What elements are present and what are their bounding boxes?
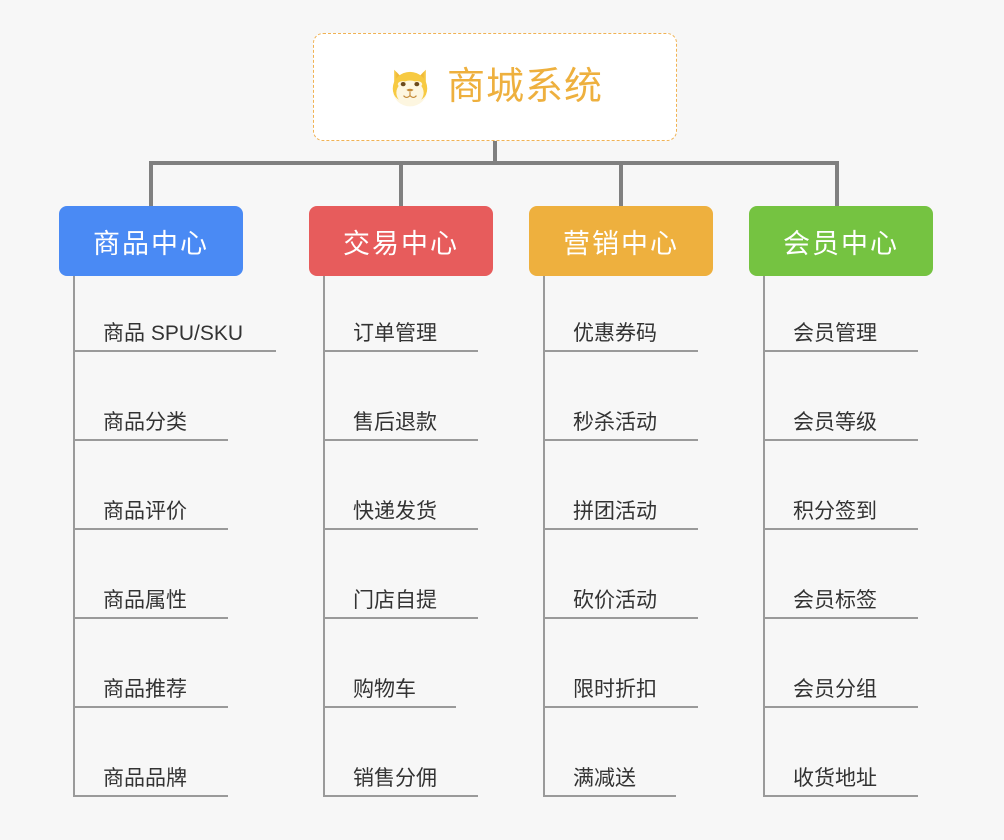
leaf-label: 限时折扣	[573, 677, 657, 701]
leaf-label: 满减送	[573, 766, 636, 790]
leaf-label: 订单管理	[353, 321, 437, 345]
leaf-label: 砍价活动	[573, 588, 657, 612]
leaf-underline	[763, 439, 918, 441]
category-label: 商品中心	[93, 228, 209, 259]
leaf-label: 秒杀活动	[573, 410, 657, 434]
leaf-label: 商品分类	[103, 410, 187, 434]
category-box-3[interactable]: 营销中心	[529, 206, 713, 276]
leaf-underline	[543, 706, 698, 708]
leaf-label: 销售分佣	[353, 766, 437, 790]
root-node[interactable]: 商城系统	[313, 33, 677, 141]
connector-drop-4	[835, 161, 839, 206]
branch-spine-4	[763, 276, 765, 797]
leaf-label: 购物车	[353, 677, 416, 701]
leaf-label: 会员等级	[793, 410, 877, 434]
category-label: 会员中心	[783, 228, 899, 259]
leaf-underline	[543, 617, 698, 619]
category-box-4[interactable]: 会员中心	[749, 206, 933, 276]
leaf-label: 优惠券码	[573, 321, 657, 345]
branch-spine-3	[543, 276, 545, 797]
leaf-underline	[323, 617, 478, 619]
leaf-underline	[543, 795, 676, 797]
connector-horizontal-bus	[149, 161, 839, 165]
leaf-underline	[323, 350, 478, 352]
category-box-2[interactable]: 交易中心	[309, 206, 493, 276]
leaf-label: 会员分组	[793, 677, 877, 701]
root-title: 商城系统	[446, 66, 603, 108]
branch-spine-2	[323, 276, 325, 797]
leaf-underline	[543, 439, 698, 441]
leaf-underline	[73, 528, 228, 530]
leaf-underline	[763, 617, 918, 619]
leaf-label: 拼团活动	[573, 499, 657, 523]
leaf-label: 快递发货	[353, 499, 437, 523]
leaf-label: 商品 SPU/SKU	[103, 321, 244, 345]
leaf-label: 商品属性	[103, 588, 187, 612]
shiba-dog-face-icon	[387, 64, 433, 110]
leaf-underline	[763, 795, 918, 797]
leaf-underline	[323, 706, 456, 708]
leaf-underline	[323, 795, 478, 797]
leaf-underline	[73, 439, 228, 441]
leaf-label: 会员管理	[793, 321, 877, 345]
leaf-underline	[73, 350, 276, 352]
leaf-label: 门店自提	[353, 588, 437, 612]
connector-root-stem	[493, 141, 497, 165]
leaf-underline	[323, 528, 478, 530]
leaf-underline	[763, 706, 918, 708]
leaf-underline	[73, 706, 228, 708]
connector-drop-1	[149, 161, 153, 206]
leaf-label: 积分签到	[793, 499, 877, 523]
leaf-label: 会员标签	[793, 588, 877, 612]
category-label: 营销中心	[563, 228, 679, 259]
leaf-underline	[543, 528, 698, 530]
leaf-label: 售后退款	[353, 410, 437, 434]
leaf-underline	[73, 795, 228, 797]
leaf-underline	[543, 350, 698, 352]
branch-spine-1	[73, 276, 75, 797]
leaf-label: 商品品牌	[103, 766, 187, 790]
leaf-underline	[323, 439, 478, 441]
category-box-1[interactable]: 商品中心	[59, 206, 243, 276]
leaf-underline	[73, 617, 228, 619]
leaf-label: 商品推荐	[103, 677, 187, 701]
leaf-underline	[763, 350, 918, 352]
leaf-label: 商品评价	[103, 499, 187, 523]
leaf-label: 收货地址	[793, 766, 877, 790]
category-label: 交易中心	[343, 228, 459, 259]
leaf-underline	[763, 528, 918, 530]
connector-drop-3	[619, 161, 623, 206]
connector-drop-2	[399, 161, 403, 206]
